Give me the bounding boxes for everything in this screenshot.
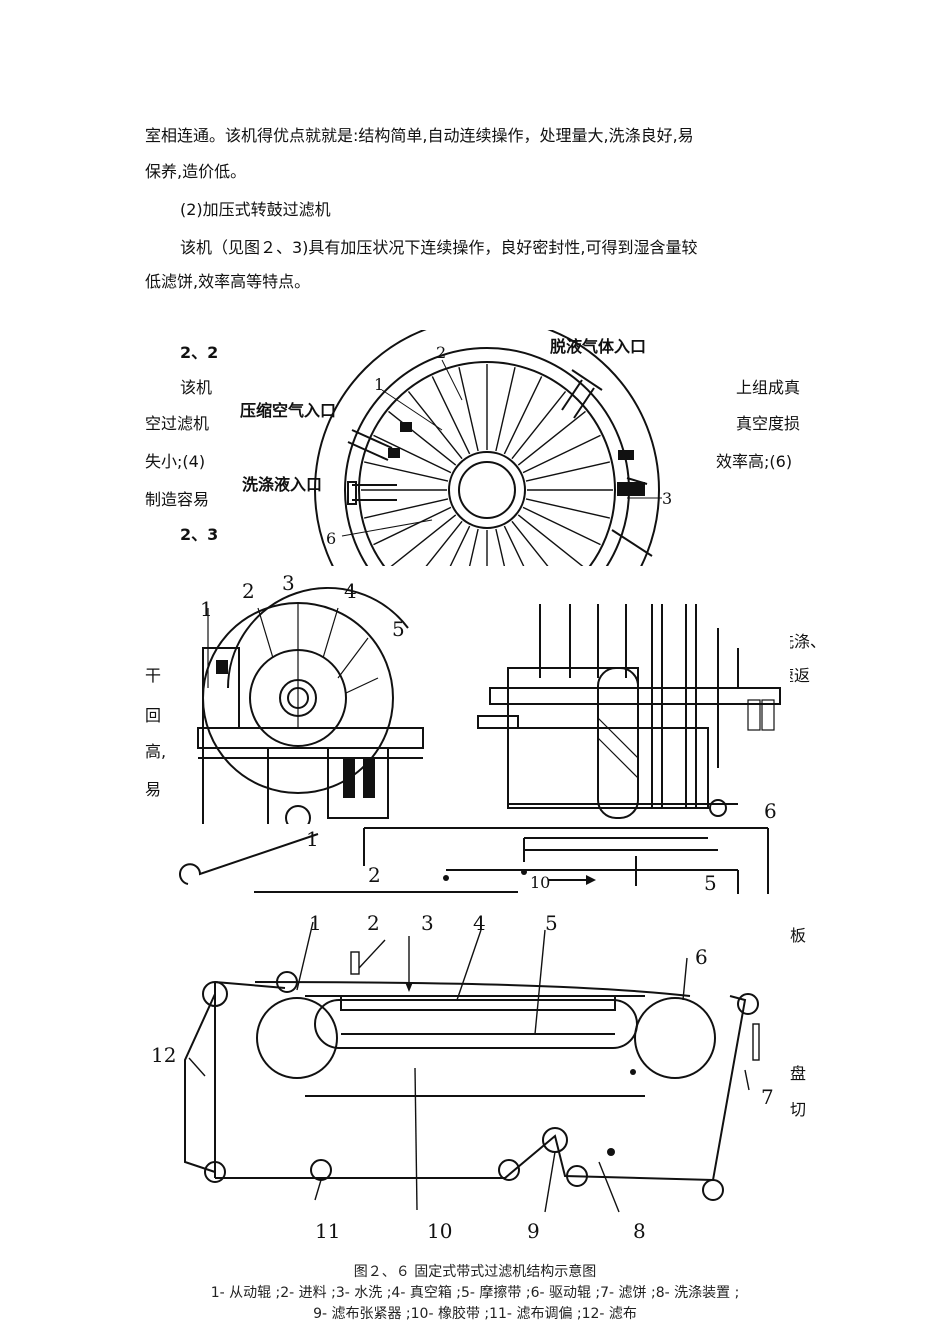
fragment-right: 真空度损 <box>736 414 801 433</box>
fragment-left: 高, <box>145 742 167 761</box>
figure-c-label-5: 5 <box>704 871 717 894</box>
drum-spoke <box>364 498 449 519</box>
figure-a-label-1: 1 <box>374 375 384 394</box>
figure-d-label-11: 11 <box>315 1219 340 1243</box>
body-line-5: 低滤饼,效率高等特点。 <box>145 272 311 291</box>
figure-c-label-1: 1 <box>306 827 319 851</box>
body-line-2: 保养,造价低。 <box>145 162 247 181</box>
fragment-left: 制造容易 <box>145 490 210 509</box>
figure-d-label-10: 10 <box>427 1219 452 1243</box>
figure-a-label-6: 6 <box>326 529 336 548</box>
fragment-left: 空过滤机 <box>145 414 210 433</box>
figure-c-label-10: 10 <box>530 873 550 892</box>
figure-drum-machine-views: 1 2 3 4 5 <box>178 568 790 824</box>
drum-spoke <box>525 461 610 482</box>
fragment-right: 洗涤、 <box>778 632 827 651</box>
fragment-left: 该机 <box>180 378 213 397</box>
fragment-left: 回 <box>145 706 162 725</box>
drum-spoke <box>503 376 543 455</box>
fragment-right: 上组成真 <box>736 378 801 397</box>
label-gas-inlet: 脱液气体入口 <box>550 337 646 356</box>
label-wash-liquid-inlet: 洗涤液入口 <box>242 475 322 494</box>
section-heading-pressure-drum: (2)加压式转鼓过滤机 <box>180 200 331 219</box>
figure-pressure-drum: 脱液气体入口 压缩空气入口 洗涤液入口 2 1 3 6 <box>222 330 698 566</box>
drum-spoke <box>517 410 586 466</box>
fragment-right: 盘 <box>790 1064 807 1083</box>
figure-d-label-8: 8 <box>633 1219 646 1243</box>
fragment-right: 板 <box>790 926 807 945</box>
figure-d-label-5: 5 <box>545 911 558 935</box>
fragment-right: 效率高;(6) <box>716 452 793 471</box>
figure-caption-legend-1: 1- 从动辊 ;2- 进料 ;3- 水洗 ;4- 真空箱 ;5- 摩擦带 ;6-… <box>210 1285 740 1301</box>
label-compressed-air-inlet: 压缩空气入口 <box>240 401 336 420</box>
drum-spoke <box>522 434 601 474</box>
drum-spoke <box>373 506 452 546</box>
drum-spoke <box>425 520 463 566</box>
drum-spoke <box>388 410 457 466</box>
figure-fixed-belt-filter: 1 2 3 4 5 6 7 8 9 10 11 12 <box>145 900 785 1250</box>
drum-spoke <box>449 525 471 566</box>
figure-d-label-6: 6 <box>695 945 708 969</box>
figure-d-label-7: 7 <box>761 1085 774 1109</box>
figure-c-label-2: 2 <box>368 863 381 887</box>
fragment-left: 干 <box>145 666 162 685</box>
drum-spoke <box>495 528 506 566</box>
drum-spoke <box>511 391 567 460</box>
drum-spoke <box>503 525 525 566</box>
drum-spoke <box>431 376 471 455</box>
drum-spoke <box>390 514 457 566</box>
figure-d-label-3: 3 <box>421 911 434 935</box>
figure-caption-title: 图２、６ 固定式带式过滤机结构示意图 <box>353 1264 597 1280</box>
figure-belt-filter-strip: 1 2 10 5 <box>178 826 770 894</box>
body-line-4: 该机（见图２、3)具有加压状况下连续操作，良好密封性,可得到湿含量较 <box>180 238 698 257</box>
drum-spoke <box>458 367 479 452</box>
fragment-left: 易 <box>145 780 162 799</box>
drum-spoke <box>525 498 610 519</box>
drum-spoke <box>522 506 601 546</box>
figure-d-label-4: 4 <box>473 911 486 935</box>
figure-a-label-3: 3 <box>662 489 672 508</box>
figure-d-label-2: 2 <box>367 911 380 935</box>
drum-spoke <box>468 528 479 566</box>
drum-spoke <box>373 434 452 474</box>
heading-2-3: 2、3 <box>180 525 219 544</box>
body-line-1: 室相连通。该机得优点就就是:结构简单,自动连续操作，处理量大,洗涤良好,易 <box>145 126 694 145</box>
drum-spoke <box>517 514 584 566</box>
figure-b-label-4: 4 <box>344 579 357 603</box>
figure-a-label-2: 2 <box>436 343 446 362</box>
fragment-right: 切 <box>790 1100 807 1119</box>
drum-spoke <box>364 461 449 482</box>
figure-d-label-12: 12 <box>151 1043 176 1067</box>
figure-caption-legend-2: 9- 滤布张紧器 ;10- 橡胶带 ;11- 滤布调偏 ;12- 滤布 <box>313 1306 637 1322</box>
heading-2-2: 2、2 <box>180 343 219 362</box>
figure-b-label-3: 3 <box>282 571 295 595</box>
drum-spoke <box>495 367 516 452</box>
drum-spoke <box>511 520 549 566</box>
figure-b-label-2: 2 <box>242 579 255 603</box>
figure-b-label-6: 6 <box>764 799 777 823</box>
figure-b-label-1: 1 <box>200 597 213 621</box>
fragment-left: 失小;(4) <box>145 452 206 471</box>
figure-b-label-5: 5 <box>392 617 405 641</box>
figure-d-label-1: 1 <box>309 911 322 935</box>
figure-d-label-9: 9 <box>527 1219 540 1243</box>
